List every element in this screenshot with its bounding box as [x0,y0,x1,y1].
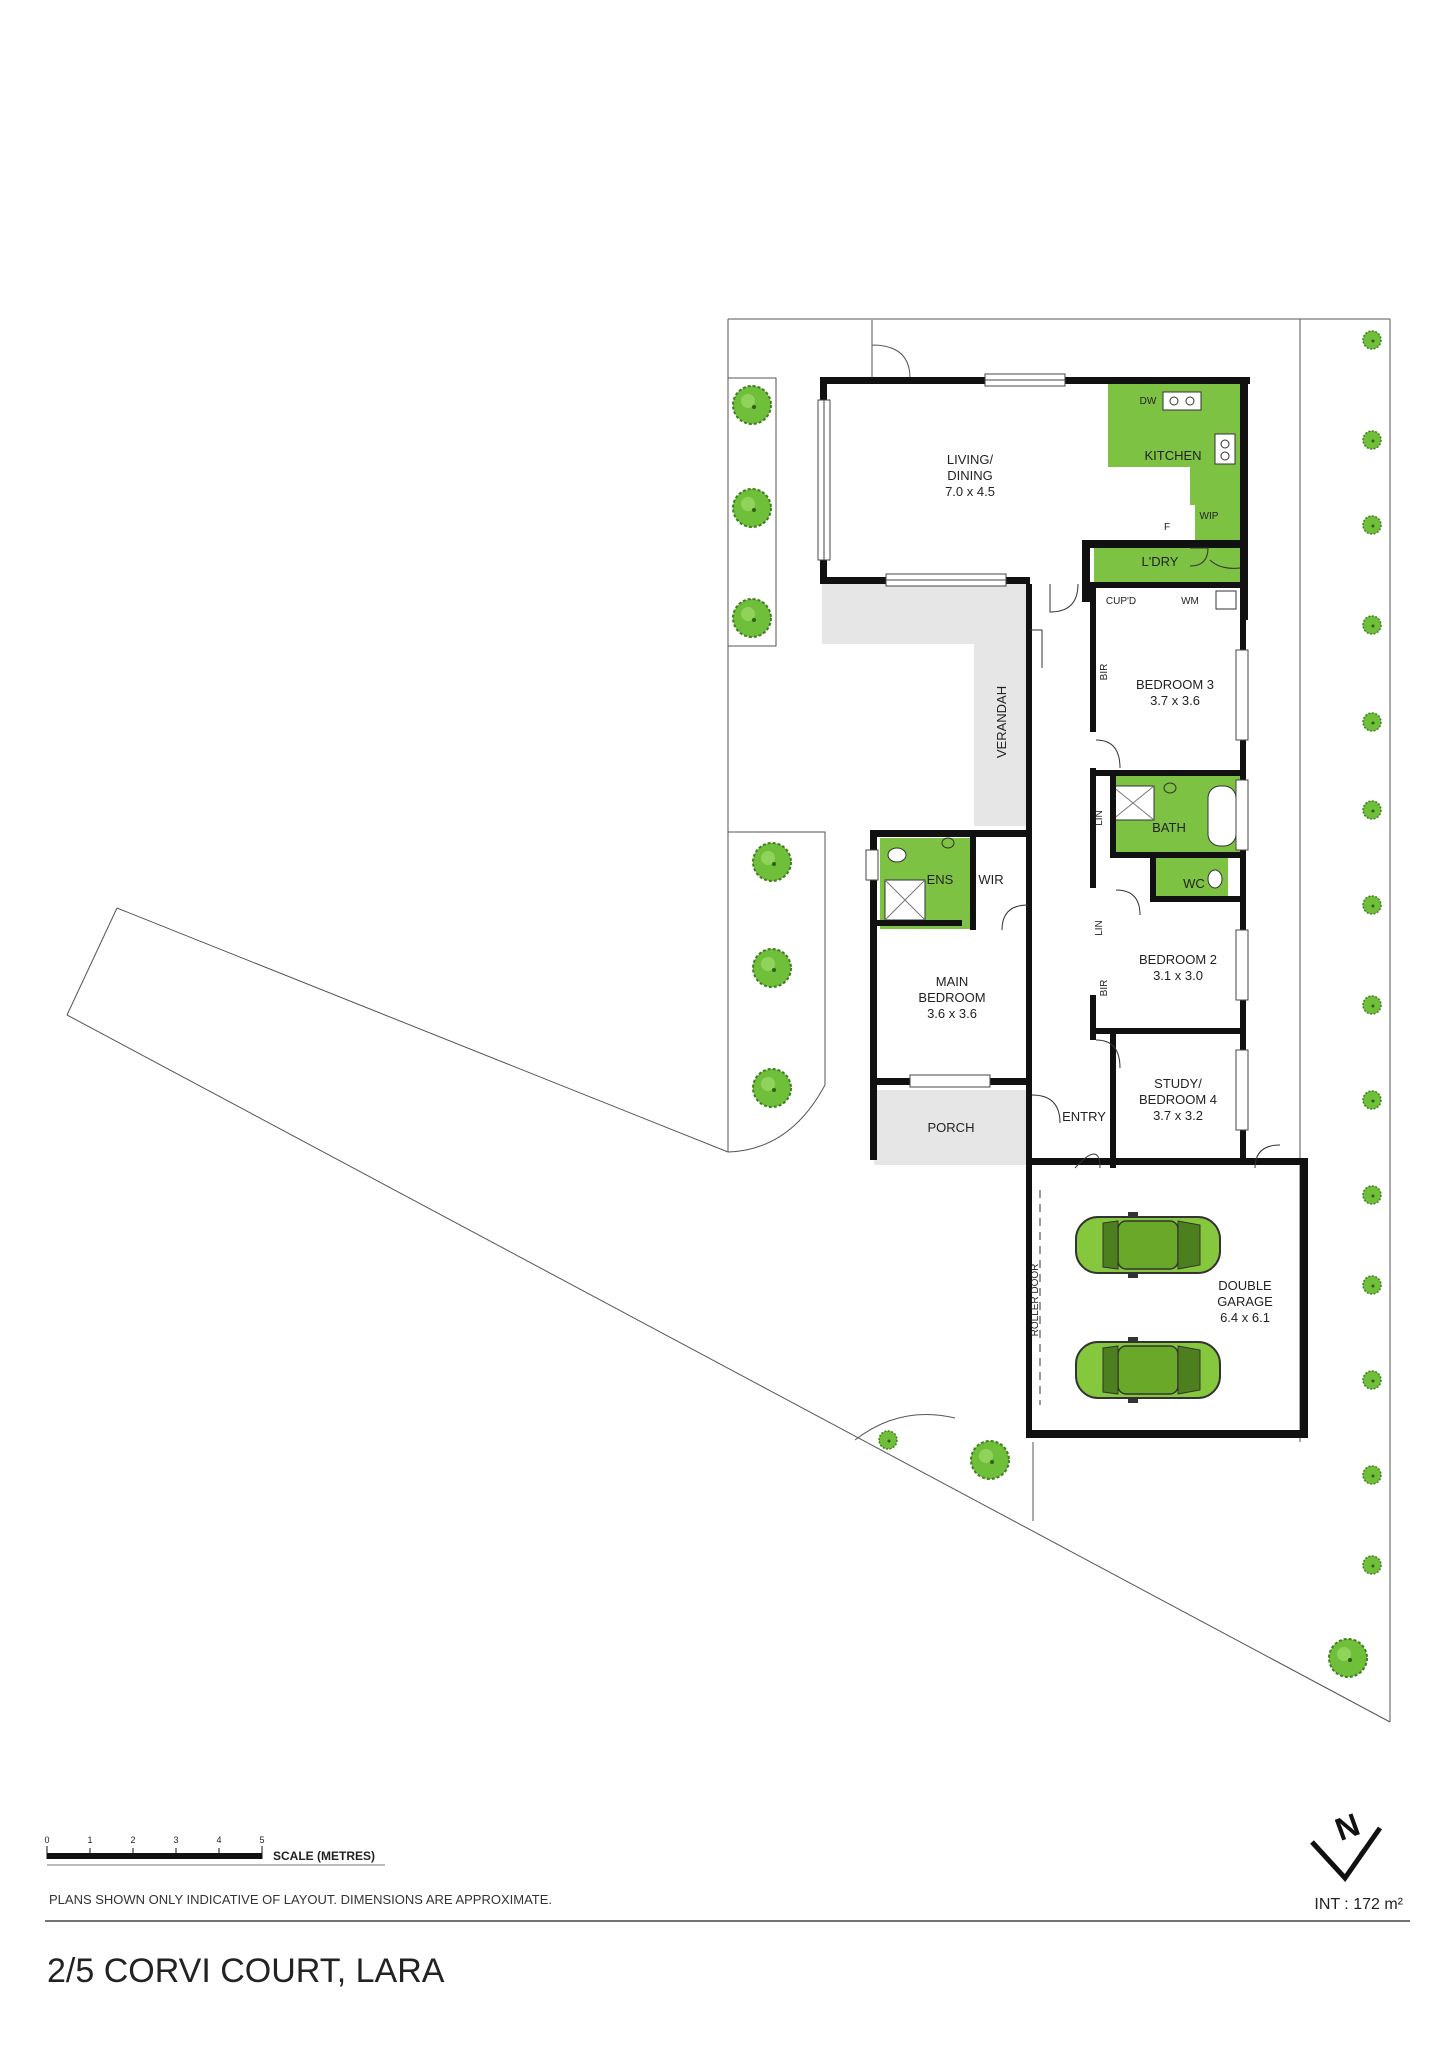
scale-tick: 3 [173,1835,178,1845]
main-bedroom-dimensions: 3.6 x 3.6 [927,1006,977,1021]
living-label: LIVING/ [947,452,994,467]
north-arrow-icon: N [1310,1806,1383,1882]
tree [878,1430,898,1450]
living-label: DINING [947,468,993,483]
ensuite-label: ENS [927,872,954,887]
washing-machine-label: WM [1181,596,1199,607]
bedroom3-label: BEDROOM 3 [1136,677,1214,692]
living-dimensions: 7.0 x 4.5 [945,484,995,499]
disclaimer: PLANS SHOWN ONLY INDICATIVE OF LAYOUT. D… [49,1892,552,1907]
garage-dimensions: 6.4 x 6.1 [1220,1310,1270,1325]
tree [1362,430,1382,450]
wir-label: WIR [978,872,1003,887]
tree [1362,995,1382,1015]
tree [1362,1090,1382,1110]
tree [1362,1370,1382,1390]
bir-label: BIR [1099,664,1110,681]
tree [1362,895,1382,915]
tree [970,1440,1010,1480]
tree [1362,1555,1382,1575]
tree [1362,1465,1382,1485]
garage-label: DOUBLE [1218,1278,1272,1293]
scale-tick: 1 [87,1835,92,1845]
tree [732,385,772,425]
fridge-label: F [1164,522,1170,533]
scale-tick: 0 [44,1835,49,1845]
tree [1362,1275,1382,1295]
study-label: STUDY/ [1154,1076,1202,1091]
bedroom2-label: BEDROOM 2 [1139,952,1217,967]
main-bedroom-label: BEDROOM [918,990,985,1005]
porch-label: PORCH [928,1120,975,1135]
bedroom2-dimensions: 3.1 x 3.0 [1153,968,1203,983]
garage-label: GARAGE [1217,1294,1273,1309]
bedroom3-dimensions: 3.7 x 3.6 [1150,693,1200,708]
room-labels: LIVING/ DINING 7.0 x 4.5 KITCHEN DW WIP … [918,396,1273,1336]
tree [752,842,792,882]
tree [1362,1185,1382,1205]
scale-caption: SCALE (METRES) [273,1849,375,1863]
roller-door-label: ROLLER DOOR [1030,1264,1041,1337]
kitchen-label: KITCHEN [1144,448,1201,463]
main-bedroom-label: MAIN [936,974,969,989]
north-letter: N [1330,1806,1364,1848]
cupboard-label: CUP'D [1106,596,1136,607]
paving [822,584,1032,1165]
bath-label: BATH [1152,820,1186,835]
wet-areas [880,384,1242,929]
internal-area: INT : 172 m² [1314,1896,1403,1913]
scale-tick: 2 [130,1835,135,1845]
linen-label-2: LIN [1094,920,1105,936]
tree [1362,615,1382,635]
address-title: 2/5 CORVI COURT, LARA [47,1952,445,1990]
tree [752,1068,792,1108]
tree [1328,1638,1368,1678]
car-icon [1075,1336,1221,1404]
scale-bar: 0 1 2 3 4 5 SCALE (METRES) [44,1835,385,1866]
tree [1362,712,1382,732]
dishwasher-label: DW [1140,396,1157,407]
tree [732,598,772,638]
fixtures [884,391,1237,921]
bir-label-2: BIR [1099,980,1110,997]
windows [817,373,1249,1131]
doors [1001,547,1281,1405]
entry-label: ENTRY [1062,1109,1106,1124]
verandah-label: VERANDAH [994,686,1009,758]
scale-tick: 4 [216,1835,221,1845]
tree [1362,800,1382,820]
wip-label: WIP [1200,511,1219,522]
wc-label: WC [1183,876,1205,891]
study-dimensions: 3.7 x 3.2 [1153,1108,1203,1123]
scale-tick: 5 [259,1835,264,1845]
tree [752,948,792,988]
site-boundary [66,318,1391,1723]
study-label: BEDROOM 4 [1139,1092,1217,1107]
laundry-label: L'DRY [1142,554,1179,569]
tree [1362,330,1382,350]
tree [732,488,772,528]
car-icon [1075,1211,1221,1279]
linen-label: LIN [1094,810,1105,826]
tree [1362,515,1382,535]
